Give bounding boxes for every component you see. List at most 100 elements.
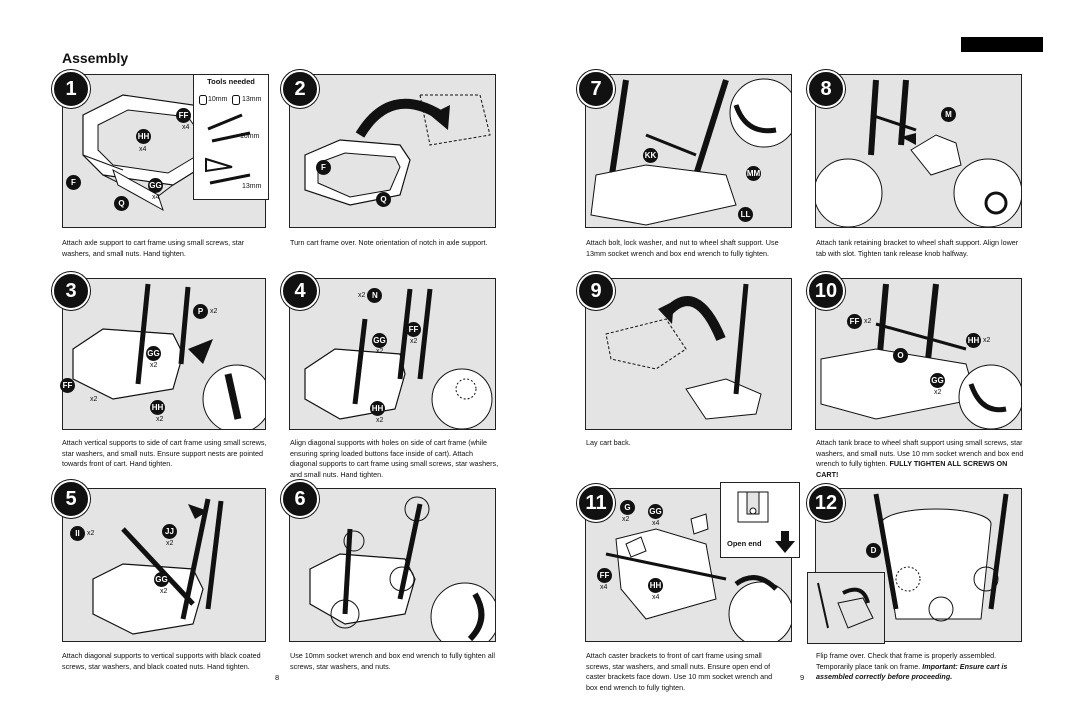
label-g: G — [620, 500, 637, 515]
wrench-10mm: 10mm — [240, 133, 260, 140]
label-hh-qty: x4 — [139, 146, 147, 153]
step-11-illustration — [605, 513, 791, 641]
label-gg-qty: x4 — [152, 194, 160, 201]
label-ff-qty: x4 — [182, 124, 190, 131]
label-gg-qty: x2 — [376, 348, 384, 355]
step-9-number: 9 — [577, 272, 615, 310]
step-9-caption: Lay cart back. — [586, 438, 631, 447]
wrench-13mm: 13mm — [242, 183, 262, 190]
label-gg: GG — [930, 373, 947, 388]
step-2-panel — [289, 74, 496, 228]
step-12-caption-text: Flip frame over. Check that frame is pro… — [816, 651, 997, 671]
label-hh: HH — [370, 401, 387, 416]
label-m: M — [941, 107, 958, 122]
label-q: Q — [114, 196, 131, 211]
step-5-caption: Attach diagonal supports to vertical sup… — [62, 651, 261, 671]
step-4-illustration — [304, 288, 493, 429]
caster-bracket-icon — [737, 491, 769, 523]
step-8-number: 8 — [807, 70, 845, 108]
socket-icon — [232, 95, 240, 105]
step-8-caption: Attach tank retaining bracket to wheel s… — [816, 238, 1019, 258]
page-number-right: 9 — [800, 673, 805, 682]
arrow-down-icon — [775, 531, 795, 553]
step-5-illustration — [92, 498, 224, 635]
step-12-caption-important: Important: Ensure cart is assembled corr… — [816, 661, 1008, 682]
step-2-number: 2 — [281, 70, 319, 108]
label-q: Q — [376, 192, 393, 207]
socket-icon — [199, 95, 207, 105]
step-7-illustration — [590, 78, 791, 226]
label-gg: GG — [648, 504, 665, 519]
label-gg-qty: x2 — [160, 588, 168, 595]
step-12-number: 12 — [807, 484, 845, 522]
step-1-number: 1 — [52, 70, 90, 108]
label-hh: HH — [648, 578, 665, 593]
step-2-illustration — [304, 94, 491, 206]
label-gg-qty: x2 — [934, 389, 942, 396]
step-6-illustration — [309, 496, 495, 641]
step-7-caption: Attach bolt, lock washer, and nut to whe… — [586, 238, 779, 258]
open-end-label: Open end — [727, 539, 762, 548]
step-12-inset-illustration — [817, 582, 874, 629]
step-9-panel — [585, 278, 792, 430]
label-hh-qty: x4 — [652, 594, 660, 601]
label-ff-qty: x4 — [600, 584, 608, 591]
page-number-left: 8 — [275, 673, 280, 682]
label-ff-qty: x2 — [410, 338, 418, 345]
label-ff-qty: x2 — [90, 396, 98, 403]
step-2-caption: Turn cart frame over. Note orientation o… — [290, 238, 488, 247]
label-f: F — [66, 175, 83, 190]
step-5-panel — [62, 488, 266, 642]
step-12-inset — [807, 572, 885, 644]
label-o: O — [893, 348, 910, 363]
tools-needed-box: Tools needed 10mm 13mm 10mm 13mm — [193, 74, 269, 200]
label-jj: JJ — [162, 524, 179, 539]
label-ff: FF — [60, 378, 77, 393]
step-6-caption: Use 10mm socket wrench and box end wrenc… — [290, 651, 495, 671]
step-4-caption: Align diagonal supports with holes on si… — [290, 438, 499, 479]
step-7-panel — [585, 74, 792, 228]
page-title: Assembly — [62, 50, 129, 66]
header-black-bar — [961, 37, 1043, 52]
label-ll: LL — [738, 207, 755, 222]
label-gg: GG — [372, 333, 389, 348]
label-hh-qty: x2 — [156, 416, 164, 423]
label-ff: FF — [406, 322, 423, 337]
step-10-illustration — [820, 283, 1021, 429]
label-ff: FF — [176, 108, 193, 123]
label-hh: HH — [136, 129, 153, 144]
step-10-caption-bold: FULLY TIGHTEN ALL SCREWS ON CART! — [816, 459, 1008, 479]
label-mm: MM — [746, 166, 763, 181]
step-11-caption: Attach caster brackets to front of cart … — [586, 651, 773, 692]
step-1-caption: Attach axle support to cart frame using … — [62, 238, 245, 258]
step-11-number: 11 — [577, 484, 615, 522]
label-gg-qty: x2 — [150, 362, 158, 369]
step-7-number: 7 — [577, 70, 615, 108]
label-g-qty: x2 — [622, 516, 630, 523]
step-9-illustration — [605, 283, 762, 420]
step-10-caption: Attach tank brace to wheel shaft support… — [816, 438, 1026, 480]
step-4-number: 4 — [281, 272, 319, 310]
step-4-panel — [289, 278, 496, 430]
tools-heading: Tools needed — [207, 77, 255, 86]
step-3-number: 3 — [52, 272, 90, 310]
socket-10mm: 10mm — [208, 96, 228, 103]
label-gg: GG — [154, 572, 171, 587]
step-10-number: 10 — [807, 272, 845, 310]
label-hh: HH — [150, 400, 167, 415]
step-3-caption: Attach vertical supports to side of cart… — [62, 438, 267, 468]
label-kk: KK — [643, 148, 660, 163]
step-8-panel — [815, 74, 1022, 228]
step-8-illustration — [816, 79, 1021, 227]
label-gg-qty: x4 — [652, 520, 660, 527]
label-hh-qty: x2 — [376, 417, 384, 424]
label-gg: GG — [148, 178, 165, 193]
step-5-number: 5 — [52, 480, 90, 518]
label-jj-qty: x2 — [166, 540, 174, 547]
step-12-illustration — [873, 493, 1009, 622]
